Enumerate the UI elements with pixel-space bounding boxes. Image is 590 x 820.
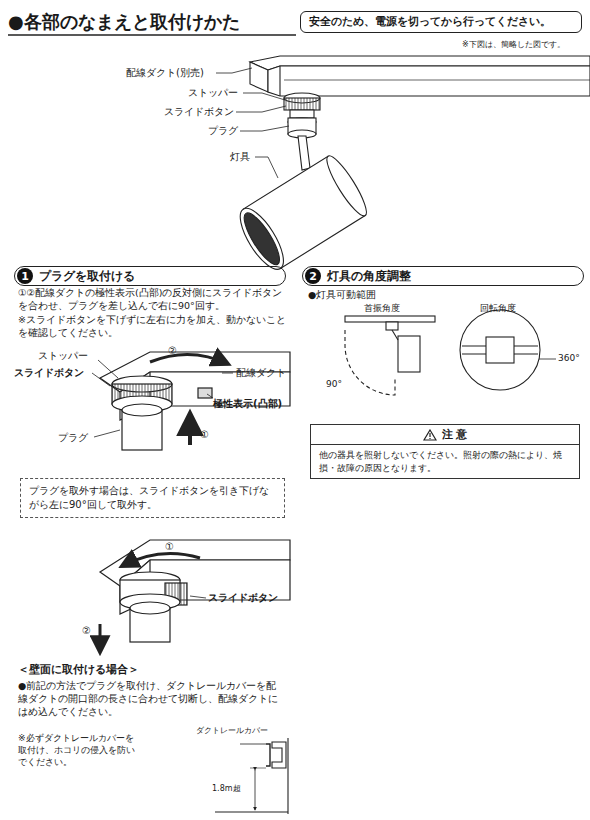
page-title: ●各部のなまえと取付けかた — [8, 10, 240, 34]
part-label: ダクトレールカバー — [196, 726, 268, 737]
caution-heading: 注 意 — [442, 427, 468, 442]
detach-figure — [100, 540, 290, 652]
caution-header: 注 意 — [311, 425, 579, 445]
part-label: 360° — [558, 352, 580, 364]
part-label: 首振角度 — [364, 302, 400, 314]
part-label: ① — [200, 428, 209, 442]
angle-figure — [345, 310, 556, 395]
part-label: 90° — [326, 378, 342, 390]
note-text: ※必ずダクトレールカバーを取付け、ホコリの侵入を防いでください。 — [18, 732, 140, 768]
part-label: プラグ — [208, 124, 238, 138]
part-label: 配線ダクト(別売) — [126, 66, 204, 80]
part-label: プラグ — [58, 431, 88, 445]
caution-box: 注 意他の器具を照射しないでください。照射の際の熱により、焼損・故障の原因となり… — [310, 424, 580, 479]
part-label: スライドボタン — [164, 105, 234, 119]
part-label: ※下図は、簡略した図です。 — [462, 40, 565, 51]
section-heading: 灯具の角度調整 — [327, 269, 411, 284]
part-label: スライドボタン — [208, 591, 278, 605]
part-label: ② — [82, 624, 91, 638]
part-label: 1.8m超 — [212, 784, 241, 795]
part-label: 極性表示(凸部) — [213, 397, 282, 411]
note-text: ※スライドボタンを下げずに左右に力を加え、動かないことを確認してください。 — [18, 314, 286, 340]
part-label: 回転角度 — [480, 302, 516, 314]
warning-icon — [423, 429, 437, 441]
box-text: 安全のため、電源を切ってから行ってください。 — [309, 15, 573, 29]
dashed-box: プラグを取外す場合は、スライドボタンを引き下げながら左に90°回して取外す。 — [20, 478, 285, 518]
part-label: スライドボタン — [14, 366, 84, 380]
section-heading: プラグを取付ける — [39, 269, 135, 284]
note-text: ●前記の方法でプラグを取付け、ダクトレールカバーを配線ダクトの開口部の長さに合わ… — [18, 680, 286, 718]
band-box: 1 プラグを取付ける — [14, 266, 286, 286]
band-box: 2 灯具の角度調整 — [302, 266, 584, 286]
attach-figure — [92, 352, 290, 450]
part-label: ① — [165, 540, 174, 554]
lamp-figure — [216, 56, 590, 275]
title-rule — [8, 34, 296, 36]
part-label: ② — [168, 344, 177, 358]
wall-figure — [215, 738, 288, 814]
note-text: ①②配線ダクトの極性表示(凸部)の反対側にスライドボタンを合わせ、プラグを差し込… — [18, 287, 286, 313]
part-label: ＜壁面に取付ける場合＞ — [18, 662, 139, 676]
part-label: 配線ダクト — [236, 366, 286, 380]
caution-body: 他の器具を照射しないでください。照射の際の熱により、焼損・故障の原因となります。 — [311, 445, 579, 478]
part-label: 灯具 — [230, 150, 250, 164]
part-label: ●灯具可動範囲 — [308, 289, 376, 302]
box-text: プラグを取外す場合は、スライドボタンを引き下げながら左に90°回して取外す。 — [29, 484, 276, 512]
safety-box: 安全のため、電源を切ってから行ってください。 — [300, 11, 582, 33]
step-number: 2 — [305, 268, 321, 284]
step-number: 1 — [17, 268, 33, 284]
part-label: ストッパー — [188, 86, 238, 100]
part-label: ストッパー — [38, 350, 88, 363]
